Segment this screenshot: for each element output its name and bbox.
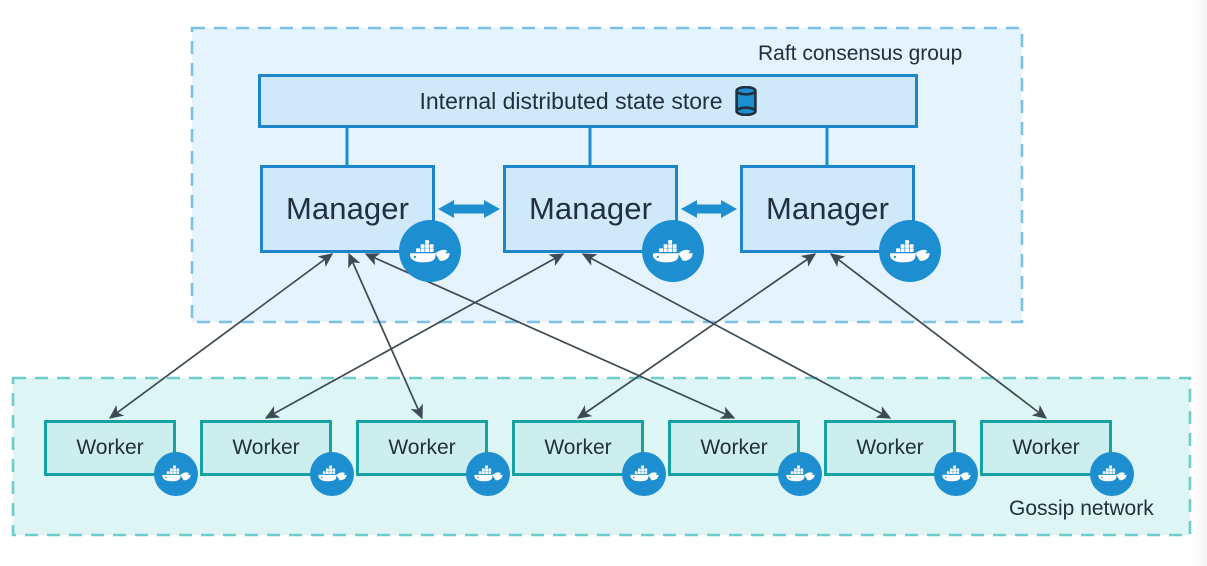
docker-whale-glyph	[941, 465, 971, 482]
worker-node-2-label: Worker	[232, 436, 300, 459]
database-cylinder-glyph	[734, 86, 757, 116]
link-manager-3-to-worker-7	[829, 253, 1048, 419]
docker-whale-icon	[1090, 452, 1134, 496]
group-label-gossip: Gossip network	[1009, 497, 1154, 520]
docker-whale-icon	[778, 452, 822, 496]
link-manager-2-to-worker-6	[581, 253, 892, 419]
docker-whale-glyph	[785, 465, 815, 482]
docker-whale-glyph	[161, 465, 191, 482]
docker-whale-glyph	[629, 465, 659, 482]
worker-node-5-label: Worker	[700, 436, 768, 459]
manager-link-2	[681, 200, 737, 218]
link-manager-1-to-worker-3	[348, 252, 423, 420]
group-label-raft: Raft consensus group	[758, 42, 963, 65]
docker-whale-icon	[879, 220, 941, 282]
internal-state-store-box[interactable]: Internal distributed state store	[258, 74, 918, 128]
worker-node-1-label: Worker	[76, 436, 144, 459]
link-manager-1-to-worker-1	[108, 253, 334, 419]
docker-whale-glyph	[653, 239, 693, 262]
docker-whale-icon	[399, 220, 461, 282]
docker-whale-glyph	[473, 465, 503, 482]
docker-whale-icon	[622, 452, 666, 496]
worker-node-3-label: Worker	[388, 436, 456, 459]
state-store-label: Internal distributed state store	[419, 87, 723, 114]
worker-node-2[interactable]: Worker	[200, 420, 332, 476]
manager-node-1-label: Manager	[285, 191, 410, 226]
manager-link-1	[438, 200, 500, 218]
docker-whale-glyph	[317, 465, 347, 482]
link-manager-3-to-worker-4	[576, 253, 817, 419]
manager-node-3-label: Manager	[765, 191, 890, 226]
manager-node-2-label: Manager	[528, 191, 653, 226]
docker-whale-icon	[934, 452, 978, 496]
worker-node-7-label: Worker	[1012, 436, 1080, 459]
docker-whale-icon	[466, 452, 510, 496]
worker-node-4-label: Worker	[544, 436, 612, 459]
worker-node-6-label: Worker	[856, 436, 924, 459]
docker-whale-glyph	[1097, 465, 1127, 482]
database-cylinder-icon	[734, 86, 757, 116]
docker-whale-icon	[154, 452, 198, 496]
worker-node-1[interactable]: Worker	[44, 420, 176, 476]
docker-whale-glyph	[890, 239, 930, 262]
docker-whale-icon	[642, 220, 704, 282]
docker-whale-glyph	[410, 239, 450, 262]
docker-whale-icon	[310, 452, 354, 496]
link-manager-2-to-worker-2	[264, 253, 565, 419]
